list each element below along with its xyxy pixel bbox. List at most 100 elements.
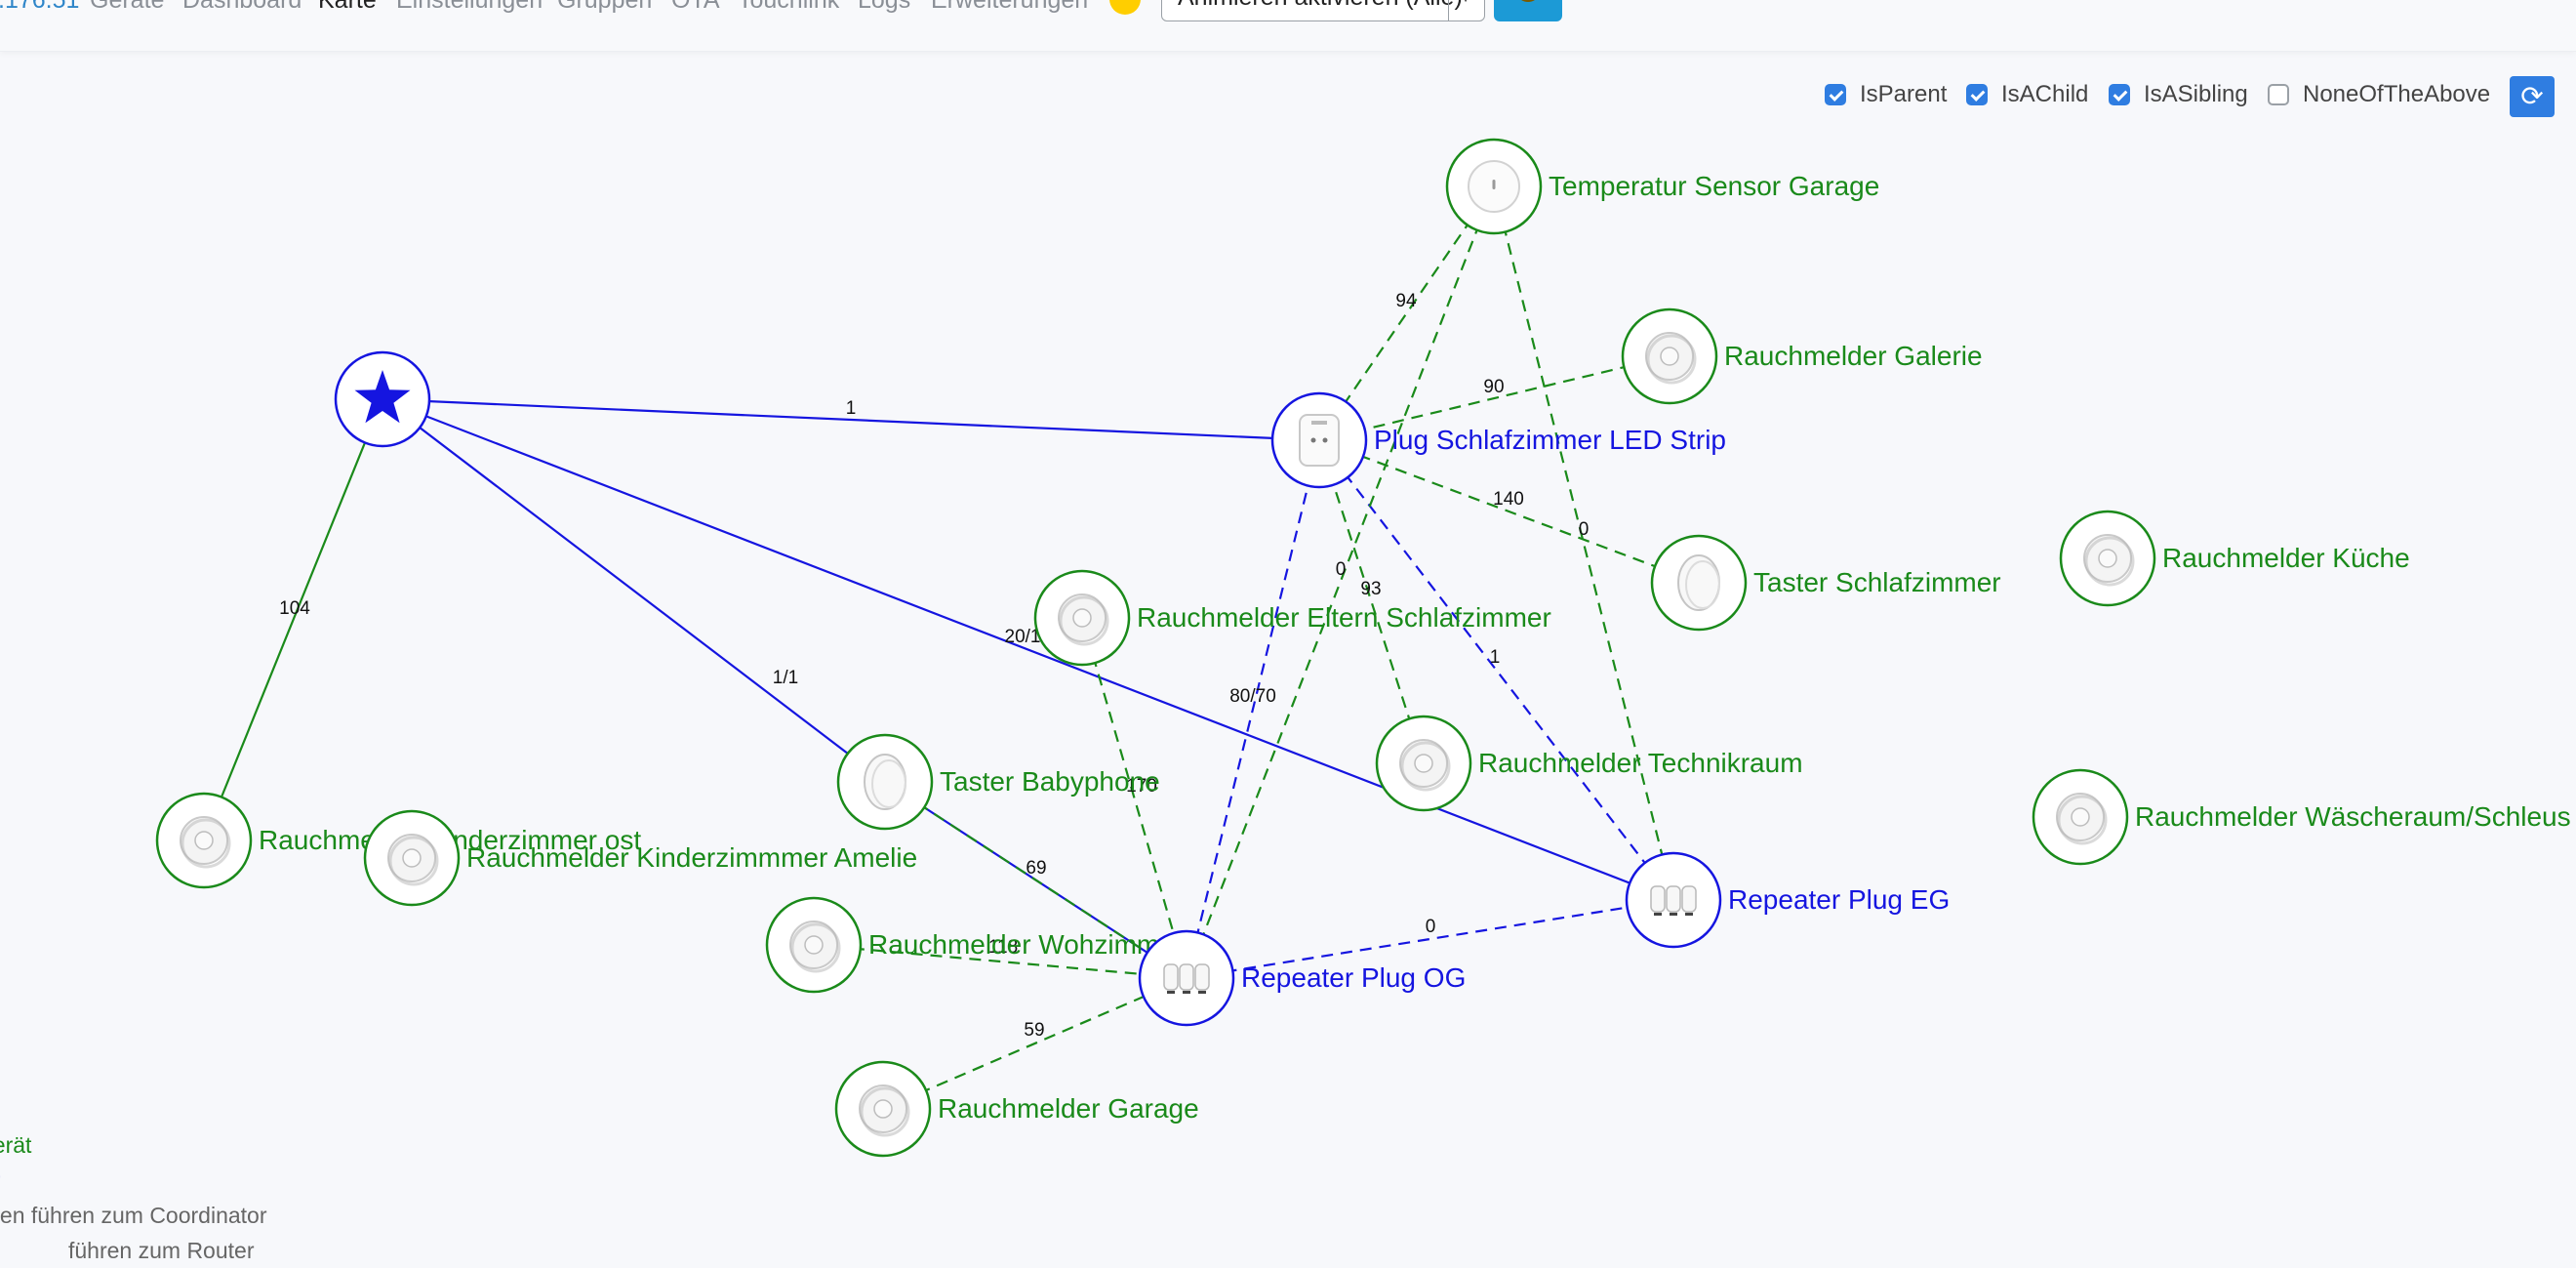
link-lqi-label: 1/1	[773, 668, 798, 688]
filter-isachild-checkbox[interactable]	[1966, 84, 1988, 105]
nav-item-gruppen[interactable]: Gruppen	[557, 0, 653, 14]
link-line	[1318, 185, 1495, 441]
link-lqi-label: 140	[1493, 489, 1524, 510]
smoke-detector-icon	[2056, 793, 2108, 845]
map-node-rm-wohn[interactable]: Rauchmelder Wohzimmer	[765, 896, 1184, 994]
link-line	[1186, 898, 1674, 980]
node-label: Rauchmelder Garage	[938, 1093, 1199, 1124]
map-node-rm-technik[interactable]: Rauchmelder Technikraum	[1375, 715, 1803, 812]
legend-router: er	[0, 1163, 267, 1198]
map-node-rm-garage[interactable]: Rauchmelder Garage	[834, 1060, 1199, 1158]
link-line	[1080, 617, 1188, 979]
link-lqi-label: 90	[1483, 377, 1504, 397]
link-lqi-label: 0	[1336, 559, 1347, 580]
link-line	[382, 397, 1320, 442]
link-line	[202, 398, 384, 841]
link-lqi-label: 20/1	[1005, 627, 1041, 647]
repeater-plug-icon	[1650, 885, 1697, 916]
link-lqi-label: 94	[1395, 291, 1417, 311]
filter-isasibling-checkbox[interactable]	[2109, 84, 2130, 105]
node-label: Plug Schlafzimmer LED Strip	[1374, 425, 1726, 455]
filter-isachild[interactable]: IsAChild	[1966, 78, 2088, 111]
smoke-detector-icon	[180, 816, 231, 869]
node-label: Rauchmelder Kinderzimmmer Amelie	[466, 842, 917, 873]
map-node-rm-waesche[interactable]: Rauchmelder Wäscheraum/Schleus	[2032, 768, 2571, 866]
nav-item-geraete[interactable]: Geräte	[90, 0, 165, 14]
node-label: Rauchmelder Wäscheraum/Schleus	[2135, 801, 2571, 832]
filter-isparent-checkbox[interactable]	[1825, 84, 1846, 105]
node-label: Repeater Plug OG	[1241, 962, 1466, 993]
link-line	[1185, 439, 1321, 979]
node-label: Repeater Plug EG	[1728, 884, 1950, 915]
settings-button[interactable]	[1494, 0, 1562, 21]
map-node-rm-galerie[interactable]: Rauchmelder Galerie	[1621, 307, 1983, 405]
link-lqi-label: 1	[846, 398, 857, 419]
smoke-detector-icon	[1645, 332, 1697, 385]
link-line	[813, 943, 1187, 980]
link-lqi-label: 0	[1579, 519, 1590, 540]
nav-item-touchlink[interactable]: Touchlink	[738, 0, 840, 14]
link-line	[1492, 185, 1675, 901]
link-line	[1317, 439, 1426, 764]
link-lqi-label: 1	[1490, 647, 1501, 668]
filter-isachild-label: IsAChild	[2001, 81, 2089, 107]
link-line	[1185, 185, 1496, 979]
map-node-rm-eltern[interactable]: Rauchmelder Eltern Schlafzimmer	[1033, 569, 1551, 667]
node-label: Rauchmelder Küche	[2162, 543, 2410, 573]
filter-isasibling[interactable]: IsASibling	[2109, 78, 2248, 111]
legend-more: führen zum Router	[68, 1238, 255, 1263]
filter-noneoftheabove-checkbox[interactable]	[2268, 84, 2289, 105]
filter-isparent[interactable]: IsParent	[1825, 78, 1947, 111]
animation-select[interactable]: Animieren aktivieren (Alle) ▼	[1161, 0, 1485, 21]
filter-isasibling-label: IsASibling	[2144, 81, 2248, 107]
node-label: Rauchmelder Galerie	[1724, 341, 1983, 371]
top-navbar: .176.51 Geräte Dashboard Karte Einstellu…	[0, 0, 2576, 52]
smoke-detector-icon	[1058, 593, 1109, 646]
map-node-taster-schlaf[interactable]: Taster Schlafzimmer	[1650, 534, 2001, 632]
node-label: Temperatur Sensor Garage	[1549, 171, 1879, 201]
map-node-repeater-eg[interactable]: Repeater Plug EG	[1625, 851, 1950, 949]
node-label: Rauchmelder Wohzimmer	[868, 929, 1184, 960]
chevron-down-icon: ▼	[1459, 0, 1472, 5]
map-node-plug-led[interactable]: Plug Schlafzimmer LED Strip	[1270, 391, 1726, 489]
map-node-temp-garage[interactable]: Temperatur Sensor Garage	[1445, 138, 1879, 235]
animation-select-value: Animieren aktivieren (Alle)	[1178, 0, 1463, 12]
map-node-repeater-og[interactable]: Repeater Plug OG	[1138, 929, 1466, 1027]
smoke-detector-icon	[387, 834, 439, 886]
link-lqi-label: 80/70	[1229, 686, 1276, 707]
nav-item-logs[interactable]: Logs	[858, 0, 911, 14]
smoke-detector-icon	[789, 920, 841, 973]
map-node-taster-baby[interactable]: Taster Babyphone	[836, 733, 1160, 831]
smoke-detector-icon	[1399, 739, 1451, 792]
link-line	[1318, 438, 1700, 585]
map-node-rm-kueche[interactable]: Rauchmelder Küche	[2059, 510, 2410, 607]
map-node-rm-kinder-amelie[interactable]: Rauchmelder Kinderzimmmer Amelie	[363, 809, 917, 907]
refresh-icon: ⟳	[2520, 81, 2544, 111]
star-icon	[354, 370, 411, 424]
link-line	[882, 976, 1187, 1111]
nav-item-erweiterungen[interactable]: Erweiterungen	[931, 0, 1089, 14]
nav-item-dashboard[interactable]: Dashboard	[182, 0, 302, 14]
refresh-button[interactable]: ⟳	[2510, 76, 2555, 117]
filter-noneoftheabove[interactable]: NoneOfTheAbove	[2268, 78, 2490, 111]
nav-item-einstellungen[interactable]: Einstellungen	[396, 0, 543, 14]
version-label: .176.51	[0, 0, 80, 14]
link-lqi-label: 104	[279, 598, 310, 619]
smoke-detector-icon	[859, 1084, 910, 1137]
german-flag-icon[interactable]	[1109, 0, 1141, 15]
filter-isparent-label: IsParent	[1860, 81, 1948, 107]
nav-item-ota[interactable]: OTA	[671, 0, 720, 14]
link-lqi-label: 0	[1426, 917, 1436, 937]
legend-routes: nien führen zum Coordinator	[0, 1203, 267, 1228]
nav-item-karte[interactable]: Karte	[318, 0, 377, 14]
link-line	[884, 781, 1187, 979]
temperature-sensor-icon	[1468, 160, 1520, 213]
map-node-coordinator[interactable]	[334, 350, 431, 448]
link-line	[1318, 354, 1670, 442]
filter-noneoftheabove-label: NoneOfTheAbove	[2303, 81, 2491, 107]
node-label: Taster Schlafzimmer	[1753, 567, 2001, 597]
link-lqi-label: 93	[1360, 579, 1381, 599]
